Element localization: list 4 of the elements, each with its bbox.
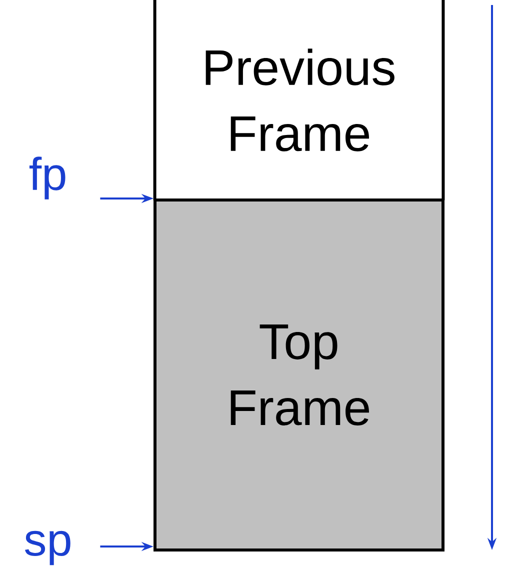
stack-frame-box: Top Frame: [154, 198, 444, 552]
stack-frame-box: Previous Frame: [153, 0, 445, 202]
pointer-label: fp: [29, 156, 66, 200]
pointer-label: sp: [25, 530, 70, 566]
